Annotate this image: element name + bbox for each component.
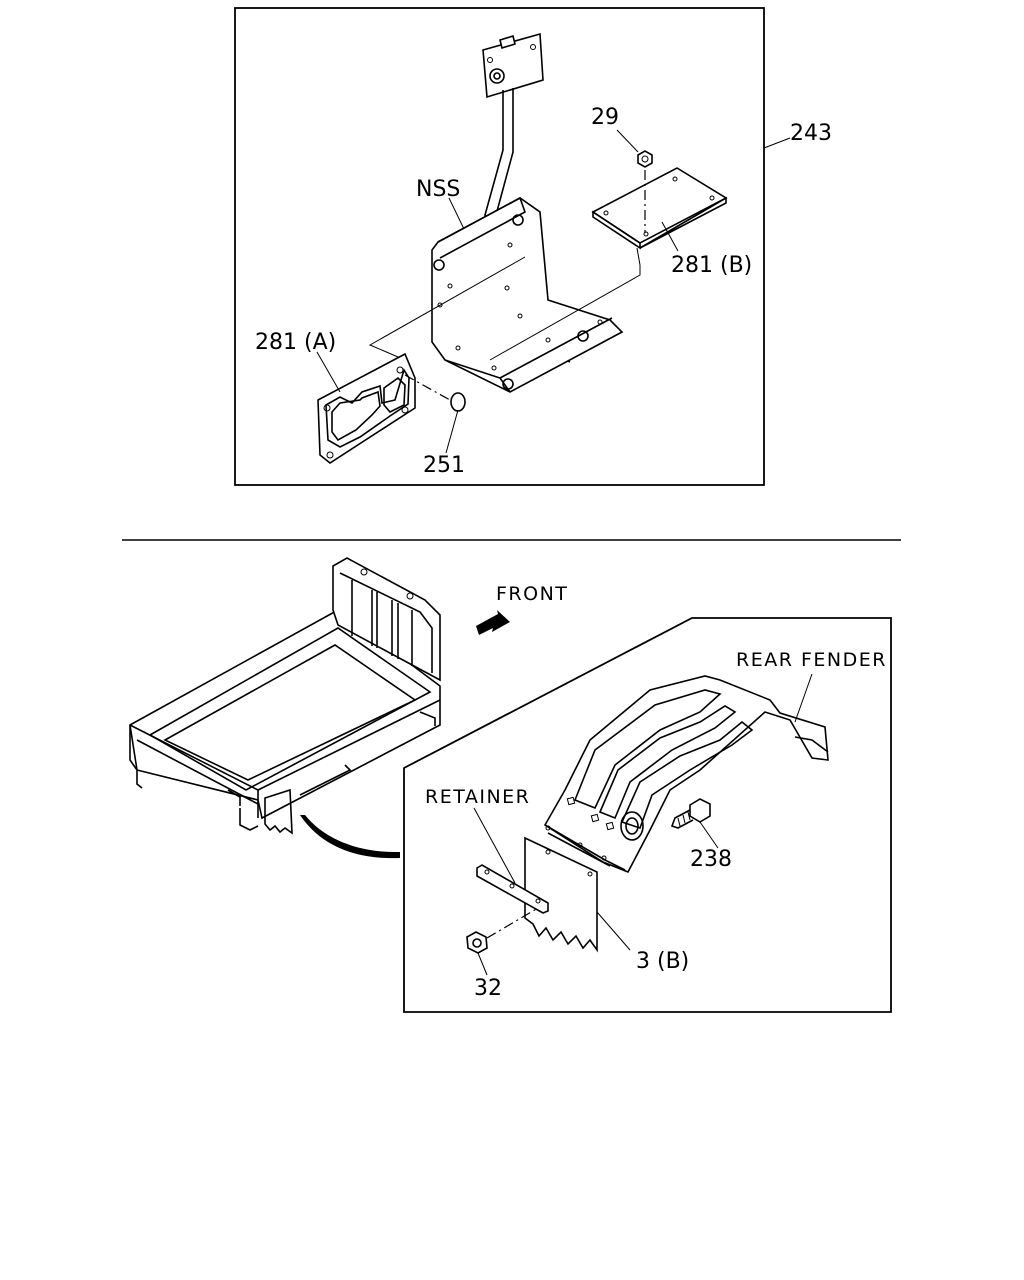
nss-bracket bbox=[431, 196, 624, 393]
top-leader-lines bbox=[316, 129, 791, 454]
label-front: FRONT bbox=[496, 583, 568, 605]
label-243: 243 bbox=[790, 121, 832, 146]
grommet-251 bbox=[450, 392, 466, 412]
label-rear-fender: REAR FENDER bbox=[736, 649, 887, 671]
bracket-guide-lines bbox=[368, 247, 641, 361]
label-281a: 281 (A) bbox=[255, 330, 336, 355]
label-nss: NSS bbox=[416, 177, 460, 202]
front-arrow-icon bbox=[476, 610, 510, 635]
label-3b: 3 (B) bbox=[636, 949, 689, 974]
detail-frame bbox=[403, 617, 892, 1013]
plate-281a bbox=[317, 352, 451, 464]
mudflap-3b bbox=[524, 836, 598, 953]
nut-32 bbox=[466, 907, 539, 954]
label-238: 238 bbox=[690, 847, 732, 872]
rear-fender bbox=[543, 675, 829, 874]
label-32: 32 bbox=[474, 976, 502, 1001]
bottom-leader-lines bbox=[473, 673, 813, 976]
detail-pointer-arrow bbox=[300, 815, 400, 859]
label-251: 251 bbox=[423, 453, 465, 478]
top-frame bbox=[234, 7, 765, 486]
bottom-diagram: FRONT bbox=[129, 557, 892, 1013]
nut-29 bbox=[637, 150, 653, 168]
bolt-238 bbox=[670, 798, 711, 829]
stay-top-plate bbox=[482, 32, 544, 99]
retainer bbox=[476, 864, 549, 914]
label-29: 29 bbox=[591, 105, 619, 130]
label-281b: 281 (B) bbox=[671, 253, 752, 278]
truck-bed bbox=[129, 557, 441, 835]
label-retainer: RETAINER bbox=[425, 786, 530, 808]
plate-281b bbox=[591, 167, 728, 250]
top-diagram: 243 29 NSS 281 (B) 281 (A) 251 bbox=[234, 7, 832, 486]
